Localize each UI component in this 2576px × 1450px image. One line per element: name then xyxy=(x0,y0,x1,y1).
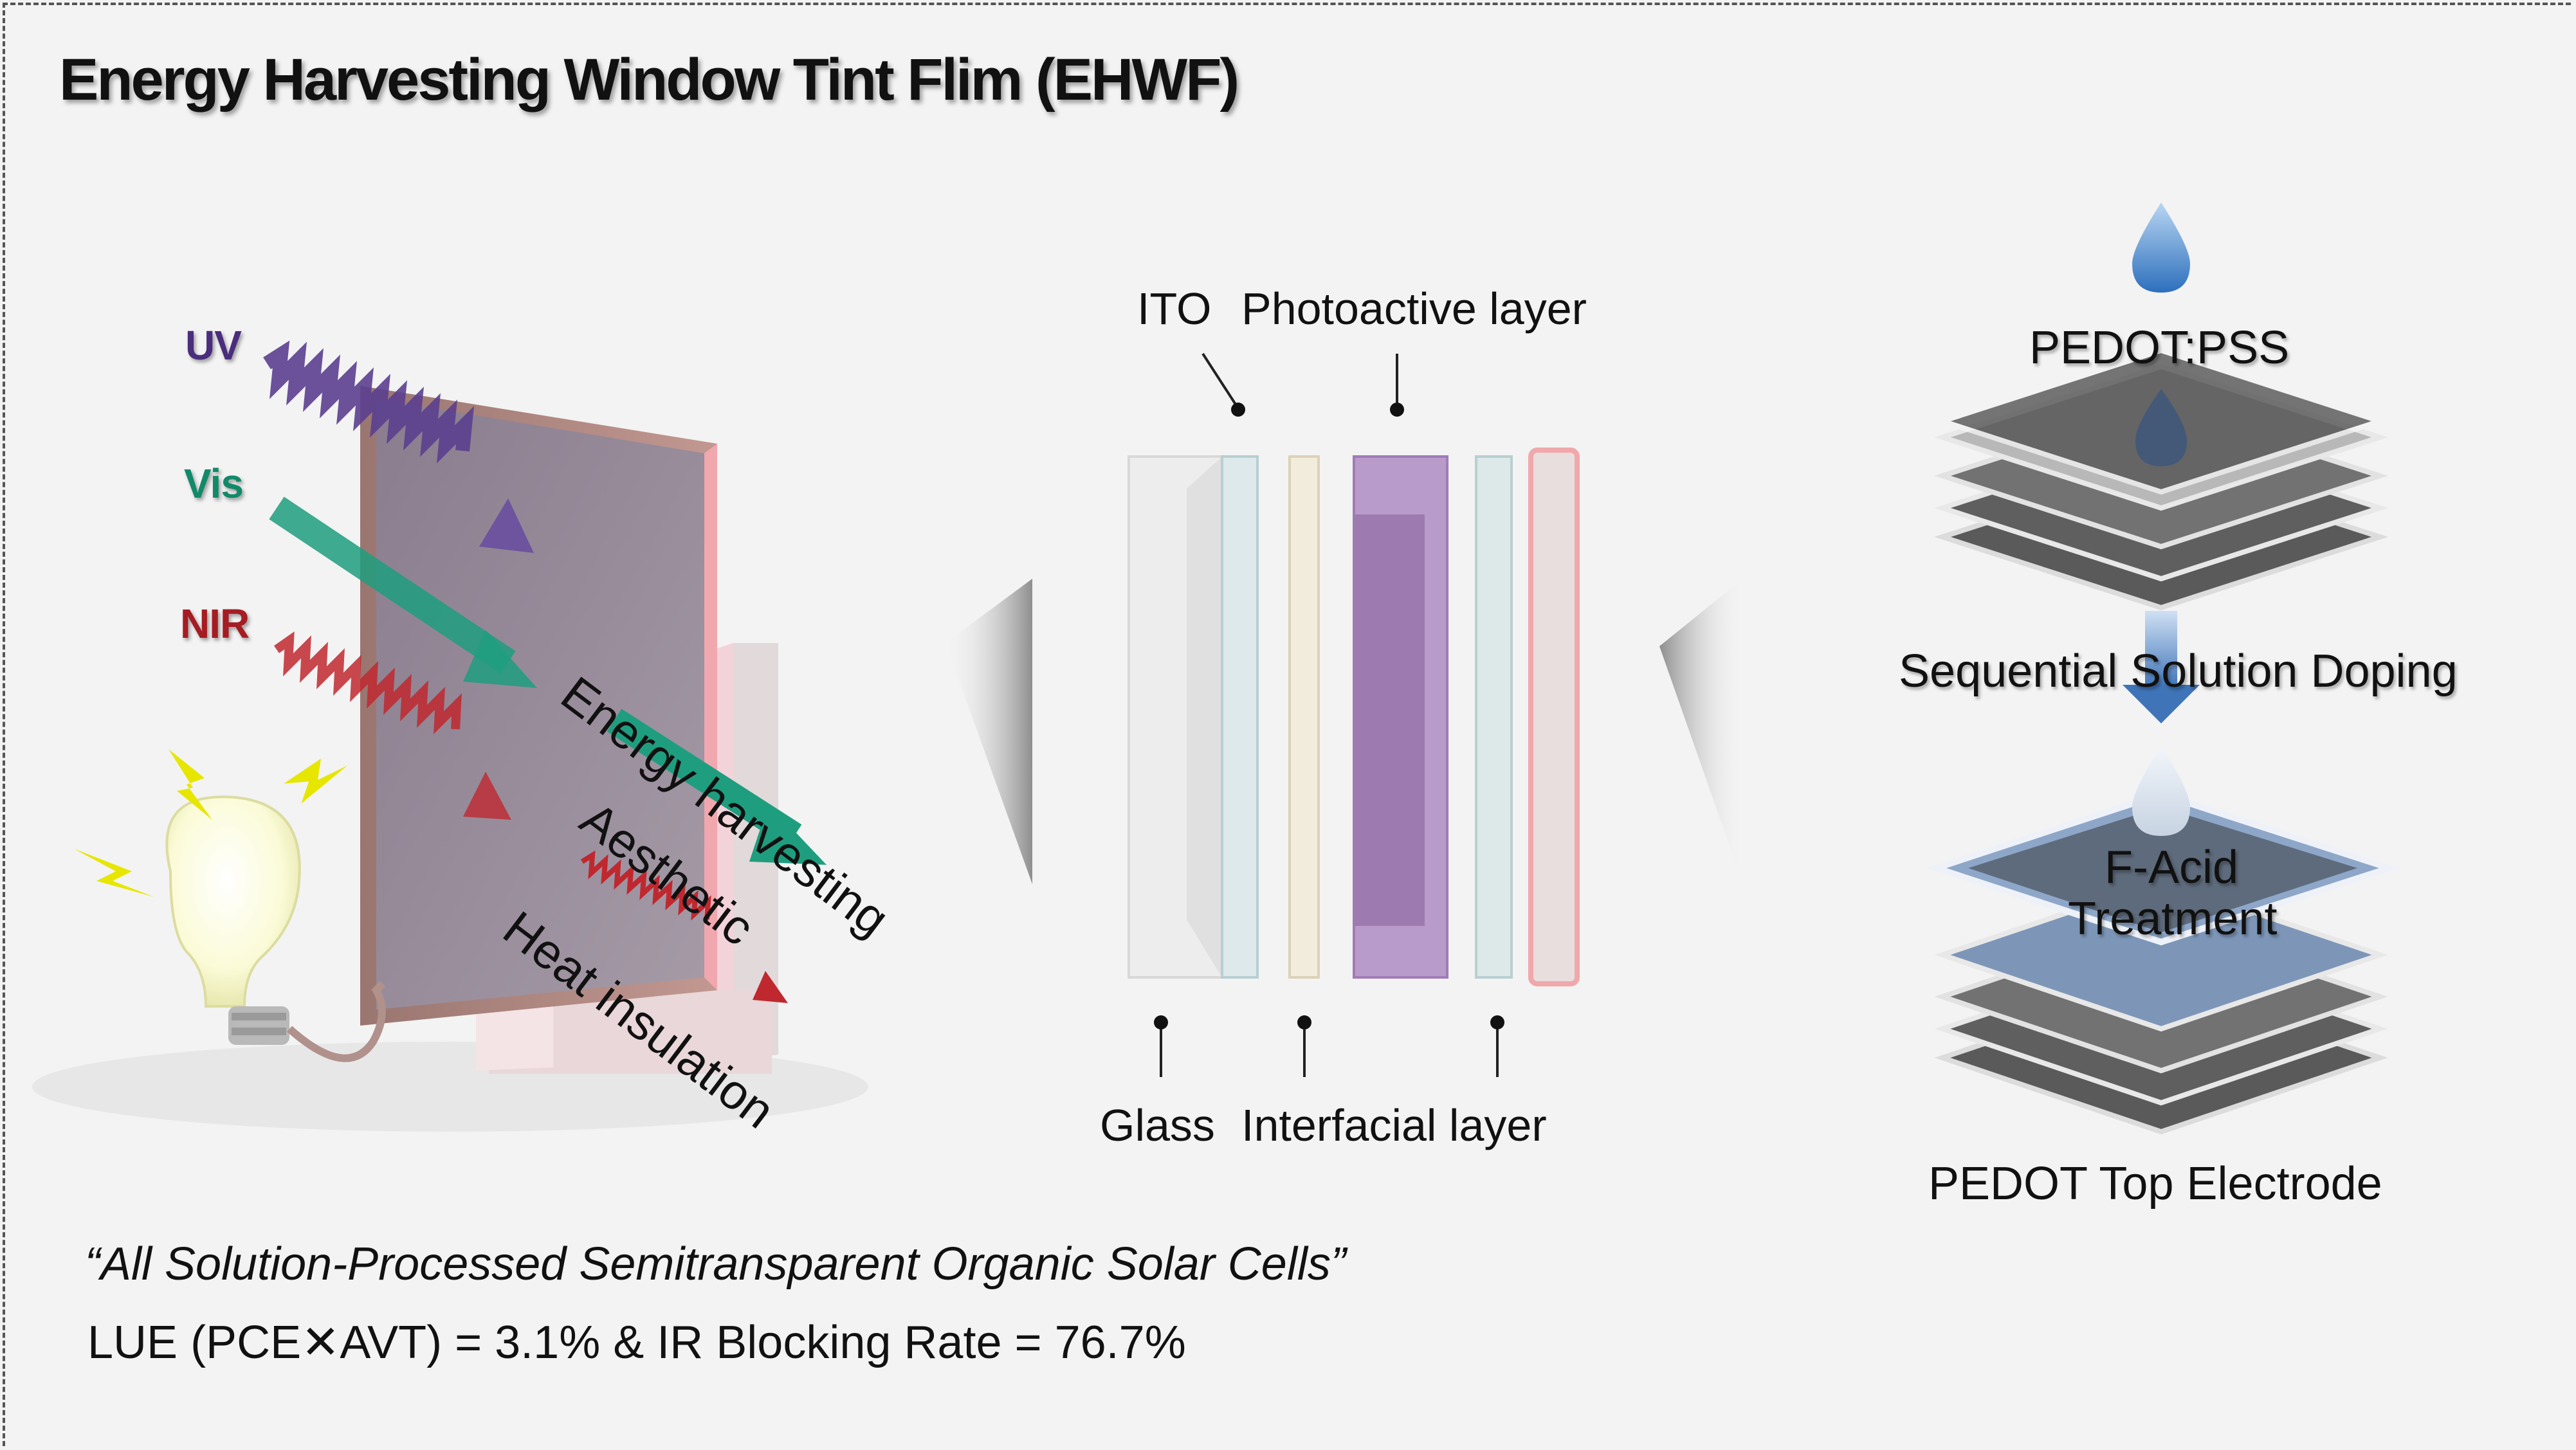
left-funnel xyxy=(945,579,1032,884)
glass-label: Glass xyxy=(1100,1100,1215,1150)
dashed-frame xyxy=(3,3,2571,1446)
device-stack-bottom xyxy=(1925,746,2400,1135)
layer-stack xyxy=(1128,352,1580,1077)
footer-quote: “All Solution-Processed Semitransparent … xyxy=(85,1238,1346,1290)
pedot-top-electrode-label: PEDOT Top Electrode xyxy=(1928,1158,2382,1210)
window-scene xyxy=(32,386,868,1132)
figure-title: Energy Harvesting Window Tint Flim (EHWF… xyxy=(59,47,1239,113)
right-funnel xyxy=(1659,579,1743,884)
f-acid-label: F-Acid xyxy=(2105,842,2239,893)
doping-arrow xyxy=(2123,611,2200,723)
treatment-label: Treatment xyxy=(2068,893,2278,945)
uv-arrow xyxy=(263,340,534,553)
ito-label: ITO xyxy=(1137,284,1212,334)
light-bulb-icon xyxy=(74,749,386,1062)
interfacial-layer-label: Interfacial layer xyxy=(1241,1100,1547,1150)
nir-arrow xyxy=(273,631,788,1003)
nir-label: NIR xyxy=(180,601,250,647)
sequential-doping-label: Sequential Solution Doping xyxy=(1899,646,2458,697)
uv-label: UV xyxy=(185,322,242,368)
device-stack-top xyxy=(1934,203,2388,611)
vis-arrow xyxy=(269,496,827,865)
footer-metrics: LUE (PCE✕AVT) = 3.1% & IR Blocking Rate … xyxy=(87,1317,1186,1368)
window-glass xyxy=(376,399,704,1010)
photoactive-layer-label: Photoactive layer xyxy=(1241,284,1587,334)
vis-label: Vis xyxy=(184,460,244,507)
pedot-pss-label: PEDOT:PSS xyxy=(2029,322,2290,374)
